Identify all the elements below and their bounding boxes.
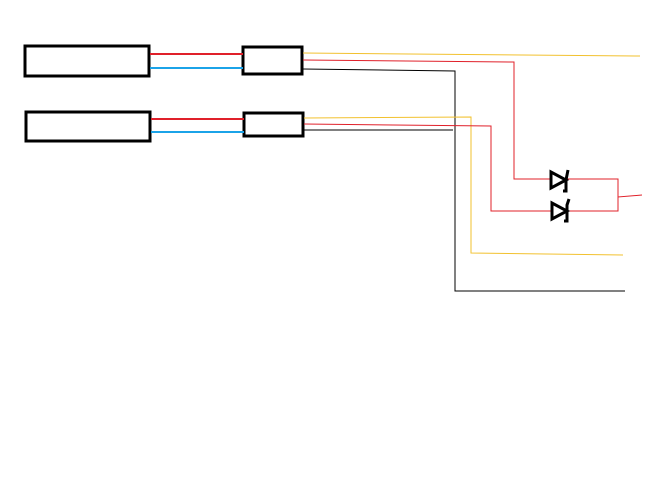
connector-2-box xyxy=(242,111,305,138)
connector-1-ground-wire xyxy=(302,68,625,292)
module-2-box xyxy=(24,110,152,143)
connector-2-signal-wire xyxy=(303,116,624,256)
connector-2-positive-wire xyxy=(303,123,619,212)
zener-diode-icon xyxy=(549,169,570,193)
module-1-box xyxy=(23,44,151,78)
zener-diode-icon xyxy=(550,198,571,223)
connector-1-box xyxy=(241,45,304,76)
connector-1-signal-wire xyxy=(302,52,641,57)
